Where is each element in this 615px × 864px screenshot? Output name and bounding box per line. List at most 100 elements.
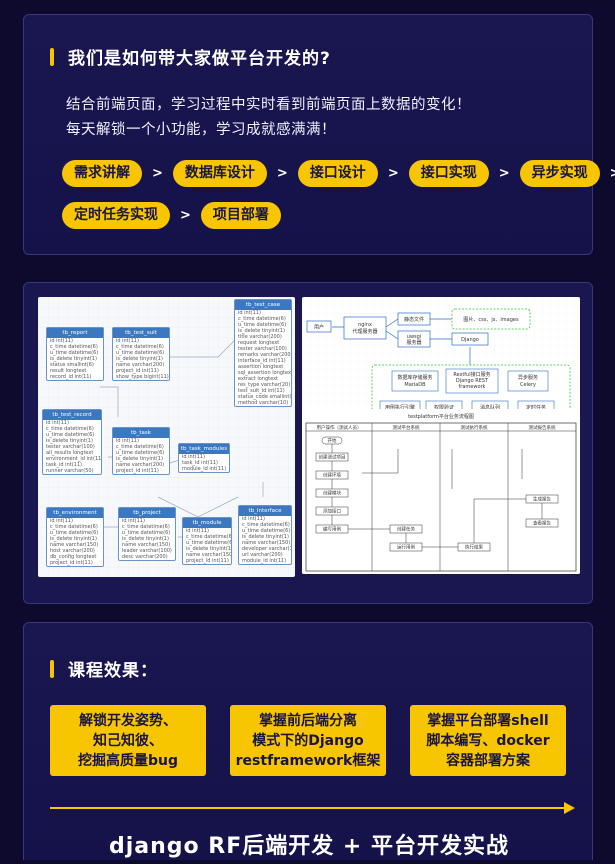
results-heading: 课程效果： [50,656,158,681]
arch-redis: 消息队列 [480,404,500,411]
er-field: id int(11) [50,518,73,524]
step-pill: 需求讲解 [62,160,142,187]
arch-uwsgi: uwsgi [407,334,421,340]
er-field: all_results longtext [46,450,94,456]
intro-description: 结合前端页面，学习过程中实时看到前端页面上数据的变化！ 每天解锁一个小功能，学习… [66,93,471,143]
step-arrow-icon: > [180,208,191,223]
intro-heading-text: 我们是如何带大家做平台开发的? [68,49,331,69]
er-field: id int(11) [116,338,139,344]
feature-box: 解锁开发姿势、 知己知彼、 挖掘高质量bug [50,705,206,776]
er-field: desc varchar(200) [122,554,168,560]
er-field: u_time datetime(6) [116,350,165,356]
er-field: is_delete tinyint(1) [50,356,97,362]
flow-lane: 用户操作（测试人员） [317,424,362,431]
arch-drf-sub1: Django REST [456,378,489,384]
arch-drf: Restful接口服务 [453,371,490,378]
arch-django: Django [461,337,479,343]
er-field: method varchar(10) [238,400,289,406]
er-field: name varchar(150) [186,552,231,558]
flow-node: 编写用例 [323,526,341,533]
er-field: u_time datetime(6) [50,530,99,536]
er-field: developer varchar(100) [242,546,291,552]
er-field: runner varchar(50) [46,468,94,474]
feature-box: 掌握平台部署shell 脚本编写、docker 容器部署方案 [410,705,566,776]
step-pill: 异步实现 [519,160,600,187]
er-field: task_id int(11) [182,460,218,466]
arch-celery-timer: 定时任务 [526,404,546,411]
er-field: extract longtext [238,376,278,382]
er-table-name: tb_test_case [235,300,291,310]
er-table: tb_test_record id int(11) c_time datetim… [42,409,102,475]
flow-node: 运行用例 [397,544,415,551]
step-arrow-icon: > [610,166,615,181]
heading-accent-bar [50,659,54,678]
feature-line: 掌握前后端分离 [259,713,357,729]
results-card: 课程效果： 解锁开发姿势、 知己知彼、 挖掘高质量bug 掌握前后端分离 模式下… [23,622,593,860]
er-field: c_time datetime(6) [186,534,231,540]
feature-line: 容器部署方案 [446,753,530,769]
er-field: id int(11) [242,516,265,522]
er-field: c_time datetime(6) [50,524,98,530]
heading-accent-bar [50,47,54,66]
flow-node: 创建模块 [323,490,341,497]
er-field: c_time datetime(6) [50,344,98,350]
feature-line: 解锁开发姿势、 [79,713,177,729]
er-field: name varchar(150) [242,540,291,546]
timeline-line [50,807,570,809]
arch-pytest: 用例执行引擎 [385,404,415,411]
er-field: is_delete tinyint(1) [186,546,231,552]
step-arrow-icon: > [387,166,399,181]
er-field: assertion longtext [238,364,284,370]
er-table: tb_report id int(11) c_time datetime(6) … [46,327,104,381]
arch-user: 用户 [314,324,324,331]
step-pill: 数据库设计 [172,160,267,187]
flow-node: 创建任务 [397,526,415,533]
er-field: project_id int(11) [116,368,159,374]
flow-node: 执行结果 [465,544,483,551]
feature-line: 挖掘高质量bug [77,753,178,769]
er-field: id int(11) [116,438,139,444]
er-field: id int(11) [238,310,261,316]
er-field: sql_assertion longtext [238,370,291,376]
arch-uwsgi-sub: 服务器 [406,339,421,346]
er-field: u_time datetime(6) [242,528,291,534]
feature-line: 知己知彼、 [93,733,163,749]
step-row-1: 需求讲解 > 数据库设计 > 接口设计 > 接口实现 > 异步实现 > [62,160,615,187]
er-field: is_delete tinyint(1) [122,536,169,542]
er-field: is_delete tinyint(1) [46,438,93,444]
er-field: is_delete tinyint(1) [116,456,163,462]
er-field: interface_id int(11) [238,358,286,364]
er-field: result longtext [50,368,87,374]
diagram-card: tb_report id int(11) c_time datetime(6) … [23,282,593,604]
er-field: id int(11) [46,420,69,426]
er-field: host varchar(200) [50,548,95,554]
step-pills: 需求讲解 > 数据库设计 > 接口设计 > 接口实现 > 异步实现 > 定时任务… [62,160,615,244]
er-field: remarks varchar(200) [238,352,291,358]
results-heading-text: 课程效果： [68,661,158,681]
flow-node: 添加接口 [323,508,341,515]
feature-line: 掌握平台部署shell [427,713,549,729]
er-field: leader varchar(100) [122,548,172,554]
er-field: name varchar(150) [50,542,99,548]
intro-heading: 我们是如何带大家做平台开发的? [50,44,331,69]
feature-line: restframework框架 [235,753,381,769]
flow-lane: 测试执行系统 [461,424,488,431]
er-table: tb_task id int(11) c_time datetime(6) u_… [112,427,170,475]
er-field: is_delete tinyint(1) [242,534,289,540]
er-field: c_time datetime(6) [46,426,94,432]
er-field: id int(11) [182,454,205,460]
er-table: tb_task_modules id int(11) task_id int(1… [178,443,230,473]
timeline-arrow-icon [564,802,575,814]
er-field: c_time datetime(6) [242,522,290,528]
er-table: tb_test_case id int(11) c_time datetime(… [234,299,292,407]
er-field: name varchar(200) [116,462,165,468]
er-field: show_type bigint(11) [116,374,169,380]
feature-line: 脚本编写、docker [426,733,550,749]
feature-box: 掌握前后端分离 模式下的Django restframework框架 [230,705,386,776]
intro-card: 我们是如何带大家做平台开发的? 结合前端页面，学习过程中实时看到前端页面上数据的… [23,14,615,255]
er-field: record_id int(11) [50,374,92,380]
er-field: id int(11) [186,528,209,534]
er-field: u_time datetime(6) [238,322,287,328]
er-field: module_id int(11) [242,558,287,564]
er-table-name: tb_task [113,428,169,438]
